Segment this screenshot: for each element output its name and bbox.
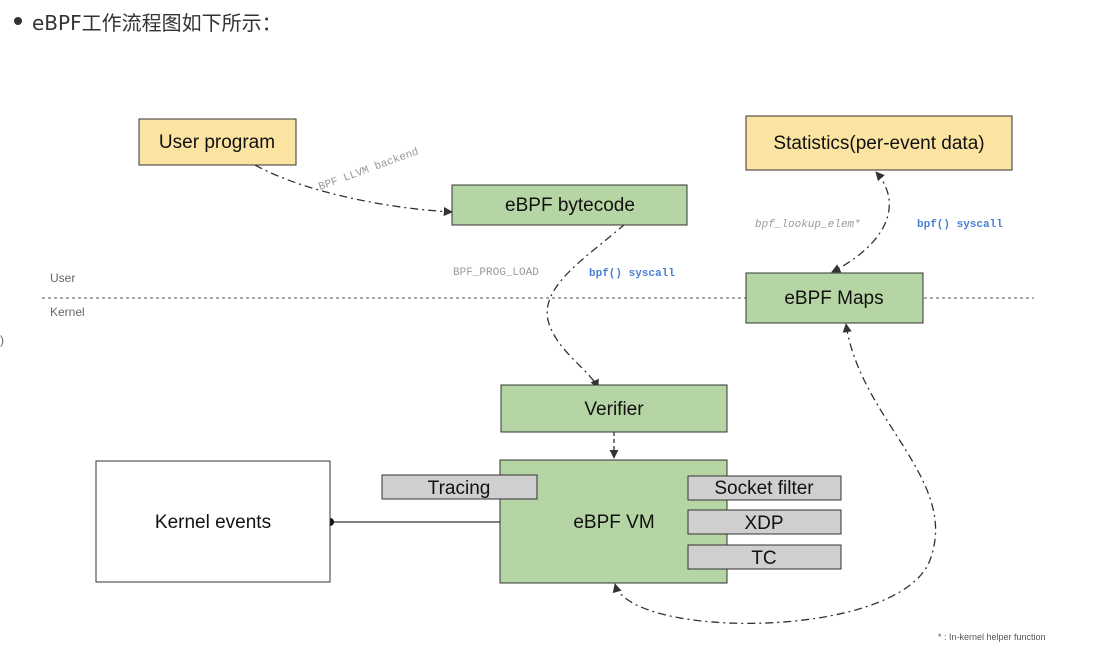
vm-to-maps-arrow xyxy=(612,323,937,624)
tc-label: TC xyxy=(751,548,776,569)
heading: eBPF工作流程图如下所示： xyxy=(14,6,282,36)
vm-label: eBPF VM xyxy=(573,512,654,533)
lookup-elem-label: bpf_lookup_elem* xyxy=(755,219,861,231)
maps-box: eBPF Maps xyxy=(745,272,924,324)
syscall-right-label: bpf() syscall xyxy=(917,219,1003,231)
xdp-label: XDP xyxy=(744,513,783,534)
syscall-left-label: bpf() syscall xyxy=(589,268,675,280)
socket-filter-box: Socket filter xyxy=(687,475,842,501)
tracing-label: Tracing xyxy=(428,478,491,499)
verifier-label: Verifier xyxy=(584,399,644,420)
footnote: * : In-kernel helper function xyxy=(938,632,1046,642)
llvm-backend-label: BPF LLVM backend xyxy=(317,146,420,193)
user-zone-label: User xyxy=(50,271,75,285)
kernel-zone-label: Kernel xyxy=(50,305,85,319)
tc-box: TC xyxy=(687,544,842,570)
verifier-box: Verifier xyxy=(500,384,728,433)
llvm-arrow xyxy=(254,164,453,217)
statistics-box: Statistics(per-event data) xyxy=(745,115,1013,171)
tracing-box: Tracing xyxy=(381,474,538,500)
user-program-box: User program xyxy=(138,118,297,166)
kernel-events-box: Kernel events xyxy=(95,460,331,583)
kernel-events-label: Kernel events xyxy=(155,512,271,533)
user-program-label: User program xyxy=(159,132,275,153)
edge-mark: ) xyxy=(0,333,4,347)
xdp-box: XDP xyxy=(687,509,842,535)
socket-filter-label: Socket filter xyxy=(714,478,814,499)
bytecode-label: eBPF bytecode xyxy=(505,195,635,216)
prog-load-arrow xyxy=(546,223,626,389)
maps-label: eBPF Maps xyxy=(784,288,883,309)
lookup-elem-arrow xyxy=(831,171,890,273)
prog-load-label: BPF_PROG_LOAD xyxy=(453,267,539,279)
heading-text: eBPF工作流程图如下所示： xyxy=(32,10,282,35)
bytecode-box: eBPF bytecode xyxy=(451,184,688,226)
bullet-icon xyxy=(14,17,22,25)
statistics-label: Statistics(per-event data) xyxy=(773,133,984,154)
